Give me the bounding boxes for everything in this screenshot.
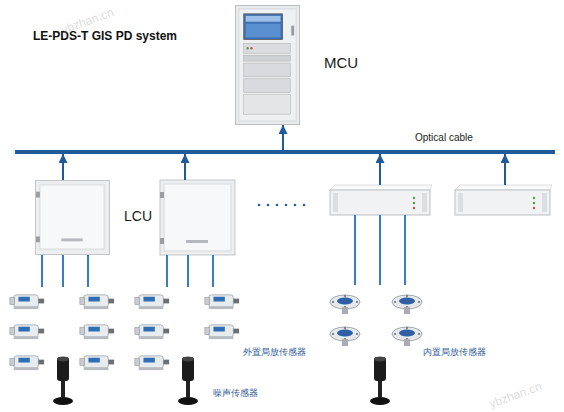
uplink-arrow bbox=[282, 125, 284, 150]
mcu-cabinet: MCU bbox=[235, 5, 300, 125]
lcu-box: LCU bbox=[35, 180, 110, 255]
node-label: LCU bbox=[124, 208, 152, 224]
node-label: Optical cable bbox=[415, 132, 473, 143]
lcu-drawing bbox=[36, 181, 109, 254]
cabinet-drawing bbox=[236, 6, 299, 124]
uplink-arrow bbox=[62, 154, 64, 180]
node-label: MCU bbox=[324, 54, 358, 71]
watermark: ybzhan.cn bbox=[487, 379, 543, 411]
optical-cable-bus: Optical cable bbox=[15, 150, 555, 154]
sensor-label: 噪声传感器 bbox=[213, 387, 258, 400]
sensor-label: 内置局放传感器 bbox=[423, 346, 486, 359]
sensor-label: 外置局放传感器 bbox=[243, 346, 306, 359]
diagram-title: LE-PDS-T GIS PD system bbox=[33, 29, 177, 43]
